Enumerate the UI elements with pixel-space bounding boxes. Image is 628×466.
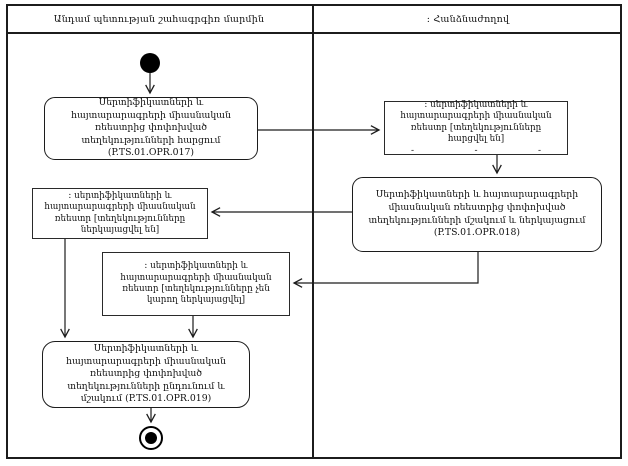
object-node-registry-info-not-submitted-label: : սերտիֆիկատների և հայտարարագրերի միասնա… xyxy=(120,261,272,306)
lane-title-member-state-body: Անդամ պետության շահագրգիռ մարմին xyxy=(53,13,265,25)
action-opr017-request-changed-info: Սերտիֆիկատների և հայտարարագրերի միասնակա… xyxy=(44,97,258,160)
diagram-frame xyxy=(6,4,622,459)
action-opr018-label: Սերտիֆիկատների և հայտարարագրերի միասնակա… xyxy=(368,189,586,239)
lane-title-commission: : Հանձնաժողով xyxy=(426,13,510,25)
dash: - xyxy=(411,146,415,157)
object-node-dash-row: - - - xyxy=(411,147,541,156)
dash: - xyxy=(474,146,478,157)
object-node-registry-info-not-submitted: : սերտիֆիկատների և հայտարարագրերի միասնա… xyxy=(102,252,290,316)
dash: - xyxy=(537,146,541,157)
action-opr018-process-and-submit-info: Սերտիֆիկատների և հայտարարագրերի միասնակա… xyxy=(352,177,602,252)
object-node-registry-info-requested: : սերտիֆիկատների և հայտարարագրերի միասնա… xyxy=(384,99,568,156)
action-opr017-label: Սերտիֆիկատների և հայտարարագրերի միասնակա… xyxy=(71,97,231,159)
object-node-registry-info-submitted-label: : սերտիֆիկատների և հայտարարագրերի միասնա… xyxy=(44,190,196,235)
object-node-registry-info-submitted: : սերտիֆիկատների և հայտարարագրերի միասնա… xyxy=(32,188,208,239)
object-node-registry-info-requested-label: : սերտիֆիկատների և հայտարարագրերի միասնա… xyxy=(400,99,552,144)
action-opr019-receive-and-process-info: Սերտիֆիկատների և հայտարարագրերի միասնակա… xyxy=(42,341,250,408)
header-separator-line xyxy=(6,32,622,34)
action-opr019-label: Սերտիֆիկատների և հայտարարագրերի միասնակա… xyxy=(66,343,226,405)
swimlane-divider xyxy=(312,4,314,459)
